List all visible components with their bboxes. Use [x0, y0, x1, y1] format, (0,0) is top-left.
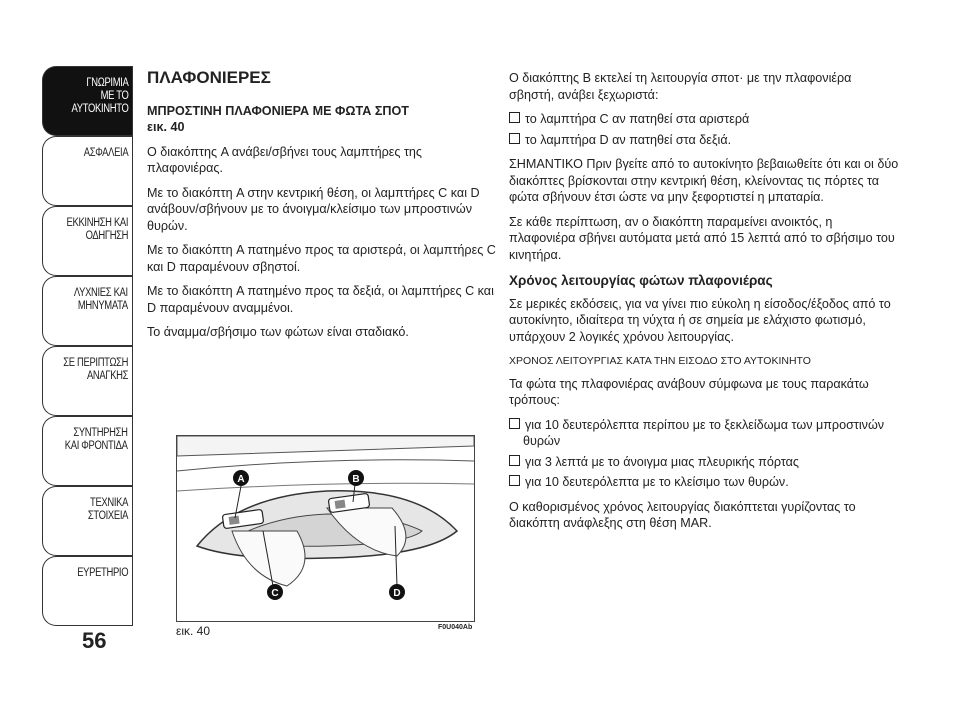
page-number: 56: [82, 628, 107, 653]
list-item: για 10 δευτερόλεπτα με το κλείσιμο των θ…: [509, 474, 899, 491]
important-note: ΣΗΜΑΝΤΙΚΟ Πριν βγείτε από το αυτοκίνητο …: [509, 157, 899, 204]
tab-label: ΓΝΩΡΙΜΙΑ ΜΕ ΤΟ ΑΥΤΟΚΙΝΗΤΟ: [71, 77, 128, 115]
tab-lights-messages[interactable]: ΛΥΧΝΙΕΣ ΚΑΙ ΜΗΝΥΜΑΤΑ: [42, 276, 132, 346]
paragraph: Με το διακόπτη A πατημένο προς τα δεξιά,…: [147, 284, 494, 315]
tab-getting-to-know[interactable]: ΓΝΩΡΙΜΙΑ ΜΕ ΤΟ ΑΥΤΟΚΙΝΗΤΟ: [42, 66, 132, 136]
marker-b-label: B: [352, 474, 359, 485]
tab-label: ΤΕΧΝΙΚΑ ΣΤΟΙΧΕΙΑ: [87, 497, 129, 522]
paragraph: Ο διακόπτης B εκτελεί τη λειτουργία σποτ…: [509, 71, 852, 102]
checkbox-bullet-icon: [509, 475, 520, 486]
right-column: Ο διακόπτης B εκτελεί τη λειτουργία σποτ…: [509, 70, 899, 540]
subsection-title-line1: ΜΠΡΟΣΤΙΝΗ ΠΛΑΦΟΝΙΕΡΑ ΜΕ ΦΩΤΑ ΣΠΟΤ: [147, 103, 409, 118]
figure-caption: εικ. 40: [176, 624, 211, 638]
section-title: ΠΛΑΦΟΝΙΕΡΕΣ: [147, 68, 271, 87]
subsection-title: ΜΠΡΟΣΤΙΝΗ ΠΛΑΦΟΝΙΕΡΑ ΜΕ ΦΩΤΑ ΣΠΟΤ εικ. 4…: [147, 103, 497, 136]
list-item-text: το λαμπτήρα D αν πατηθεί στα δεξιά.: [525, 132, 732, 147]
paragraph: Τα φώτα της πλαφονιέρας ανάβουν σύμφωνα …: [509, 376, 869, 408]
paragraph: Ο καθορισμένος χρόνος λειτουργίας διακόπ…: [509, 499, 856, 531]
marker-d: [389, 584, 405, 600]
list-item-text: για 10 δευτερόλεπτα με το κλείσιμο των θ…: [525, 475, 789, 489]
paragraph: Το άναμμα/σβήσιμο των φώτων είναι σταδια…: [147, 325, 409, 339]
figure-code: F0U040Ab: [438, 624, 473, 631]
list-item-text: το λαμπτήρα C αν πατηθεί στα αριστερά: [525, 112, 750, 126]
list-item: για 3 λεπτά με το άνοιγμα μιας πλευρικής…: [509, 454, 899, 471]
paragraph: Σε μερικές εκδόσεις, για να γίνει πιο εύ…: [509, 296, 891, 344]
marker-d-label: D: [393, 588, 400, 599]
tab-safety[interactable]: ΑΣΦΑΛΕΙΑ: [42, 136, 132, 206]
tab-label: ΑΣΦΑΛΕΙΑ: [83, 147, 128, 159]
list-item-text: για 3 λεπτά με το άνοιγμα μιας πλευρικής…: [525, 454, 799, 469]
tab-label: ΣΥΝΤΗΡΗΣΗ ΚΑΙ ΦΡΟΝΤΙΔΑ: [65, 427, 128, 452]
paragraph: Ο διακόπτης A ανάβει/σβήνει τους λαμπτήρ…: [147, 144, 422, 176]
list-item: το λαμπτήρα D αν πατηθεί στα δεξιά.: [509, 132, 899, 149]
list-item: για 10 δευτερόλεπτα περίπου με το ξεκλεί…: [509, 417, 899, 450]
subsection-heading: Χρόνος λειτουργίας φώτων πλαφονιέρας: [509, 273, 773, 288]
tab-label: ΛΥΧΝΙΕΣ ΚΑΙ ΜΗΝΥΜΑΤΑ: [74, 287, 128, 312]
tab-label: ΕΚΚΙΝΗΣΗ ΚΑΙ ΟΔΗΓΗΣΗ: [66, 217, 128, 242]
paragraph: Με το διακόπτη A πατημένο προς τα αριστε…: [147, 243, 496, 274]
list-item-text: για 10 δευτερόλεπτα περίπου με το ξεκλεί…: [523, 417, 885, 449]
list-item: το λαμπτήρα C αν πατηθεί στα αριστερά: [509, 111, 899, 128]
marker-a: [233, 470, 249, 486]
figure-40: A B C D: [176, 435, 475, 622]
tab-label: ΕΥΡΕΤΗΡΙΟ: [76, 567, 128, 579]
ceiling-light-illustration: A B C D: [177, 436, 474, 621]
marker-c: [267, 584, 283, 600]
checkbox-bullet-icon: [509, 454, 520, 466]
checkbox-bullet-icon: [509, 417, 520, 429]
tab-technical-data[interactable]: ΤΕΧΝΙΚΑ ΣΤΟΙΧΕΙΑ: [42, 486, 132, 556]
left-column: ΠΛΑΦΟΝΙΕΡΕΣ ΜΠΡΟΣΤΙΝΗ ΠΛΑΦΟΝΙΕΡΑ ΜΕ ΦΩΤΑ…: [147, 68, 497, 349]
checkbox-bullet-icon: [509, 112, 520, 123]
marker-c-label: C: [271, 588, 278, 599]
sidebar-divider: [132, 66, 133, 626]
tab-starting-driving[interactable]: ΕΚΚΙΝΗΣΗ ΚΑΙ ΟΔΗΓΗΣΗ: [42, 206, 132, 276]
tab-emergency[interactable]: ΣΕ ΠΕΡΙΠΤΩΣΗ ΑΝΑΓΚΗΣ: [42, 346, 132, 416]
tab-maintenance[interactable]: ΣΥΝΤΗΡΗΣΗ ΚΑΙ ΦΡΟΝΤΙΔΑ: [42, 416, 132, 486]
marker-b: [348, 470, 364, 486]
paragraph: Σε κάθε περίπτωση, αν ο διακόπτη παραμεί…: [509, 214, 895, 262]
subsection-title-line2: εικ. 40: [147, 120, 185, 134]
checkbox-bullet-icon: [509, 132, 520, 144]
small-heading: ΧΡΟΝΟΣ ΛΕΙΤΟΥΡΓΙΑΣ ΚΑΤΑ ΤΗΝ ΕΙΣΟΔΟ ΣΤΟ Α…: [509, 355, 811, 367]
marker-a-label: A: [237, 474, 244, 485]
tab-label: ΣΕ ΠΕΡΙΠΤΩΣΗ ΑΝΑΓΚΗΣ: [63, 357, 128, 382]
tab-index[interactable]: ΕΥΡΕΤΗΡΙΟ: [42, 556, 132, 626]
paragraph: Με το διακόπτη A στην κεντρική θέση, οι …: [147, 185, 480, 233]
